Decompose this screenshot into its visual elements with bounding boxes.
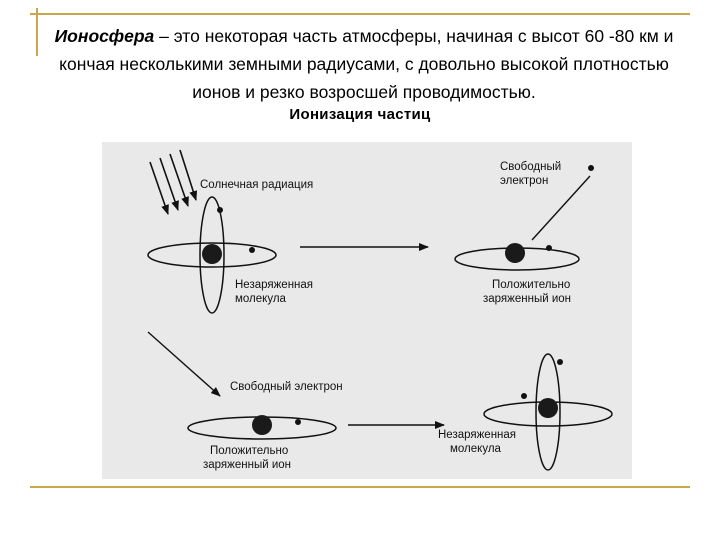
label-free-electron-bottom: Свободный электрон xyxy=(230,381,343,393)
ionization-figure: Солнечная радиация Незаряженная молекула… xyxy=(102,142,632,479)
electron-icon xyxy=(249,247,255,253)
neutral-molecule-top xyxy=(147,196,277,314)
intro-paragraph: Ионосфера – это некоторая часть атмосфер… xyxy=(44,22,684,106)
label-positive-ion-top-2: заряженный ион xyxy=(483,293,571,305)
solar-radiation-arrows xyxy=(149,149,198,215)
ionization-diagram: Солнечная радиация Незаряженная молекула… xyxy=(147,149,613,471)
electron-path-icon xyxy=(531,175,591,241)
electron-icon xyxy=(295,419,301,425)
ion-nucleus-icon xyxy=(252,415,272,435)
electron-icon xyxy=(557,359,563,365)
nucleus-icon xyxy=(202,244,222,264)
label-positive-ion-bottom-2: заряженный ион xyxy=(203,459,291,471)
figure-title: Ионизация частиц xyxy=(289,106,431,123)
label-neutral-molecule-top-2: молекула xyxy=(235,293,287,305)
free-electron-icon xyxy=(588,165,594,171)
electron-icon xyxy=(217,207,223,213)
nucleus-icon xyxy=(538,398,558,418)
label-positive-ion-bottom-1: Положительно xyxy=(210,445,288,457)
ion-nucleus-icon xyxy=(505,243,525,263)
intro-text: – это некоторая часть атмосферы, начиная… xyxy=(59,26,674,102)
left-rule xyxy=(36,8,38,56)
label-solar-radiation: Солнечная радиация xyxy=(200,179,313,191)
bottom-rule xyxy=(30,486,690,488)
label-neutral-molecule-bottom-2: молекула xyxy=(450,443,502,455)
top-rule xyxy=(30,13,690,15)
electron-icon xyxy=(546,245,552,251)
label-free-electron-top-1: Свободный xyxy=(500,161,561,173)
intro-term: Ионосфера xyxy=(54,26,155,46)
free-electron-path-icon xyxy=(147,331,221,397)
label-neutral-molecule-top-1: Незаряженная xyxy=(235,279,313,291)
electron-icon xyxy=(521,393,527,399)
label-free-electron-top-2: электрон xyxy=(500,175,548,187)
label-neutral-molecule-bottom-1: Незаряженная xyxy=(438,429,516,441)
label-positive-ion-top-1: Положительно xyxy=(492,279,570,291)
